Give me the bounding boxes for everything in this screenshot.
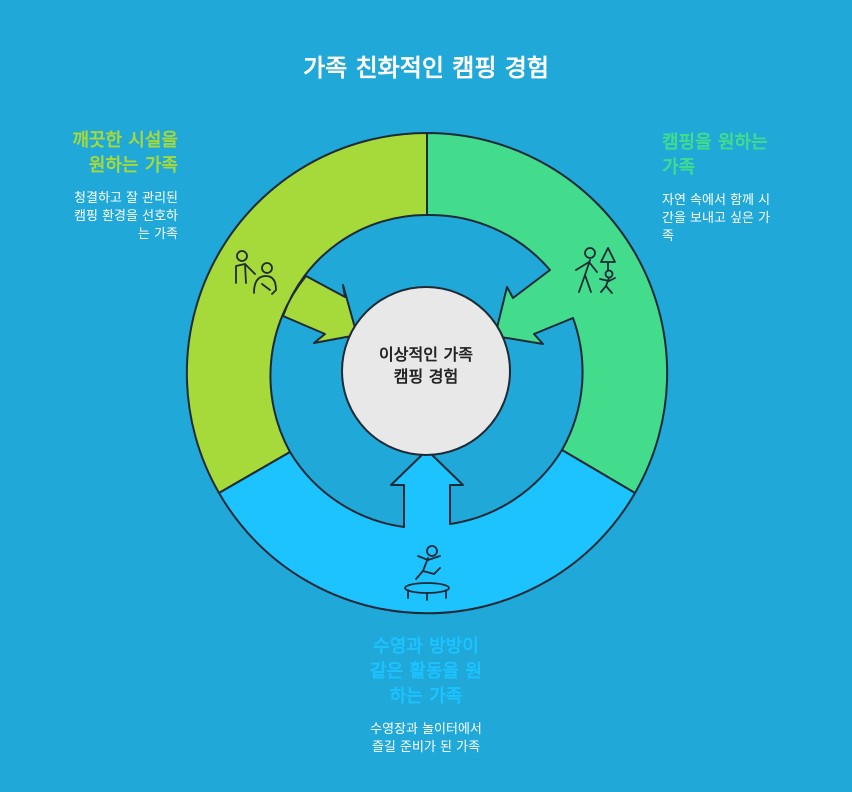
description-line: 는 가족 [137, 227, 178, 242]
description-line: 즐길 준비가 된 가족 [371, 740, 481, 755]
title-line: 깨끗한 시설을 [72, 130, 178, 151]
segment-camping-description: 자연 속에서 함께 시 간을 보내고 싶은 가 족 [662, 192, 800, 246]
segment-activities-description: 수영장과 놀이터에서 즐길 준비가 된 가족 [331, 721, 521, 757]
title-line: 원하는 가족 [88, 155, 178, 176]
segment-activities-text: 수영과 방방이 같은 활동을 원 하는 가족 수영장과 놀이터에서 즐길 준비가… [331, 634, 521, 757]
segment-activities [218, 449, 636, 615]
hiking-family-icon [575, 247, 616, 294]
center-label-line-1: 이상적인 가족 [379, 345, 473, 364]
description-line: 청결하고 잘 관리된 [74, 191, 178, 206]
title-line: 캠핑을 원하는 [662, 132, 768, 153]
description-line: 족 [662, 229, 674, 244]
center-label-line-2: 캠핑 경험 [393, 367, 459, 386]
segment-clean-facilities [185, 132, 428, 494]
center-label: 이상적인 가족 캠핑 경험 [342, 344, 510, 388]
segment-clean-facilities-title: 깨끗한 시설을 원하는 가족 [20, 128, 178, 178]
description-line: 간을 보내고 싶은 가 [662, 211, 771, 226]
description-line: 자연 속에서 함께 시 [662, 193, 771, 208]
segment-camping-title: 캠핑을 원하는 가족 [662, 130, 800, 180]
center-circle [341, 286, 511, 456]
segment-camping-text: 캠핑을 원하는 가족 자연 속에서 함께 시 간을 보내고 싶은 가 족 [662, 130, 800, 246]
description-line: 캠핑 환경을 선호하 [74, 209, 178, 224]
family-icon [235, 250, 277, 295]
segment-clean-facilities-description: 청결하고 잘 관리된 캠핑 환경을 선호하 는 가족 [20, 190, 178, 244]
title-line: 수영과 방방이 [373, 636, 479, 657]
description-line: 수영장과 놀이터에서 [370, 722, 482, 737]
trampoline-icon [404, 545, 450, 601]
diagram-title: 가족 친화적인 캠핑 경험 [303, 54, 549, 82]
segment-activities-title: 수영과 방방이 같은 활동을 원 하는 가족 [331, 634, 521, 709]
title-line: 가족 [662, 157, 696, 178]
title-line: 같은 활동을 원 [370, 661, 482, 682]
title-line: 하는 가족 [389, 686, 463, 707]
segment-clean-facilities-text: 깨끗한 시설을 원하는 가족 청결하고 잘 관리된 캠핑 환경을 선호하 는 가… [20, 128, 178, 244]
